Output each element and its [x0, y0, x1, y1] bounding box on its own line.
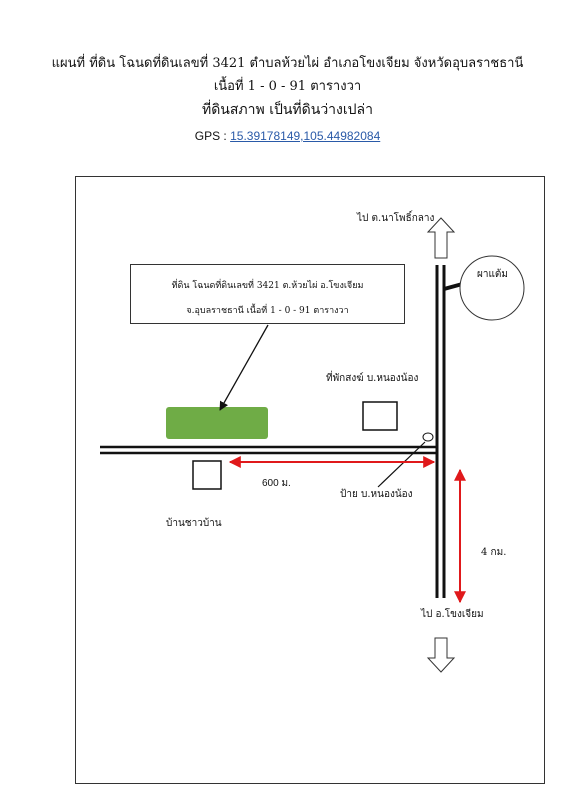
gps-link[interactable]: 15.39178149,105.44982084 — [230, 129, 381, 143]
gps-label: GPS : — [194, 129, 231, 143]
highway-distance-label: 4 กม. — [481, 547, 507, 558]
callout-line-2: จ.อุบลราชธานี เนื้อที่ 1 - 0 - 91 ตารางว… — [186, 306, 349, 316]
gps-line: GPS : 15.39178149,105.44982084 — [0, 128, 575, 144]
road-distance-label: 600 ม. — [262, 478, 291, 489]
monk-residence-label: ที่พักสงฆ์ บ.หนองน้อง — [326, 373, 419, 384]
callout-line-1: ที่ดิน โฉนดที่ดินเลขที่ 3421 ต.ห้วยไผ่ อ… — [171, 281, 364, 291]
south-direction-label: ไป อ.โขงเจียม — [421, 609, 484, 620]
land-plot — [166, 407, 268, 439]
pond-circle — [459, 255, 525, 321]
village-label: บ้านชาวบ้าน — [166, 518, 222, 529]
land-area: เนื้อที่ 1 - 0 - 91 ตารางวา — [213, 79, 362, 94]
sign-marker — [422, 432, 434, 442]
pond-label: ผาแต้ม — [477, 269, 509, 280]
north-arrow-icon — [426, 217, 456, 259]
village-house-box — [192, 460, 222, 490]
sign-label: ป้าย บ.หนองน้อง — [340, 489, 413, 500]
south-arrow-icon — [426, 637, 456, 673]
map-title: แผนที่ ที่ดิน โฉนดที่ดินเลขที่ 3421 ตำบล… — [51, 56, 524, 71]
map-frame — [75, 176, 545, 784]
sign-pointer — [377, 441, 426, 488]
land-condition: ที่ดินสภาพ เป็นที่ดินว่างเปล่า — [201, 102, 373, 118]
land-callout-box: ที่ดิน โฉนดที่ดินเลขที่ 3421 ต.ห้วยไผ่ อ… — [130, 264, 405, 324]
north-direction-label: ไป ต.นาโพธิ์กลาง — [357, 213, 435, 224]
callout-pointer — [219, 324, 269, 411]
monk-residence-box — [362, 401, 398, 431]
